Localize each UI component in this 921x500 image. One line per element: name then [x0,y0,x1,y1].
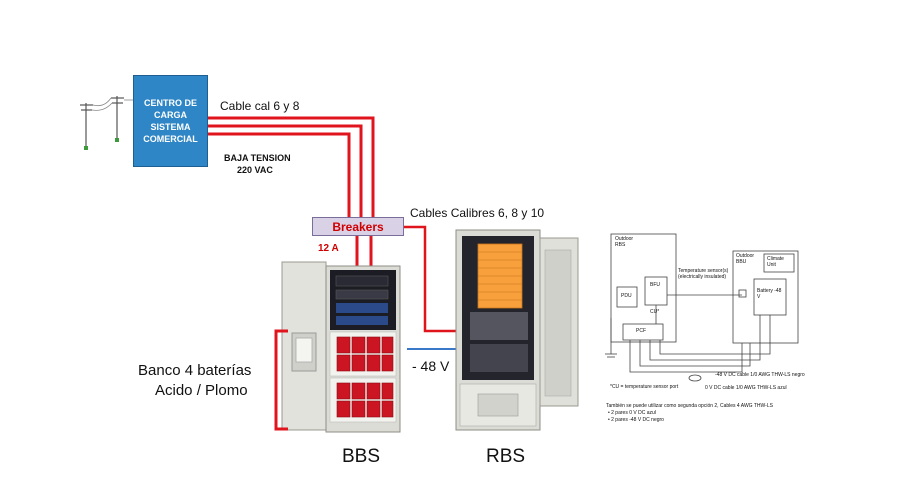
breaker-to-bbs-cables [355,235,373,268]
battery-bracket [274,329,288,431]
battery-label: Battery -48 V [757,288,782,300]
cable-zero-label: 0 V DC cable 1/0 AWG THW-LS azul [705,385,787,391]
outdoor-rbs-label: Outdoor RBS [615,236,634,248]
temp-sensor-label: Temperature sensor(s) (electrically insu… [678,268,729,280]
breakers-label: Breakers [332,219,384,234]
note-item-2: • 2 pares -48 V DC negro [608,417,664,423]
schematic-diagram [605,233,799,382]
cable-neg-label: -48 V DC cable 1/0 AWG THW-LS negro [715,372,805,378]
dc-voltage-label: - 48 V [412,358,450,374]
banco-baterias-label: Banco 4 baterías [138,362,252,379]
rbs-label: RBS [486,446,526,467]
current-12a-label: 12 A [318,243,339,254]
voltage-220-label: 220 VAC [237,165,273,175]
note-title-label: También se puede utilizar como segunda o… [606,403,773,409]
pdu-label: PDU [621,293,632,299]
breaker-to-rbs-cable [402,225,462,333]
centro-de-carga-label: CENTRO DE CARGA SISTEMA COMERCIAL [143,98,198,144]
baja-tension-label: BAJA TENSION [224,153,291,163]
utility-pole-icon [80,96,133,148]
breakers-box: Breakers [312,217,404,236]
rbs-cabinet [455,229,579,431]
centro-de-carga-box: CENTRO DE CARGA SISTEMA COMERCIAL [133,75,208,167]
cables-calibres-label: Cables Calibres 6, 8 y 10 [410,206,545,220]
pcf-label: PCF [636,328,646,334]
climate-unit-label: Climate Unit [767,256,784,268]
feeder-cables [206,116,375,217]
outdoor-bbu-label: Outdoor BBU [736,253,755,265]
cu-label: CU* [650,309,660,315]
bfu-label: BFU [650,282,660,288]
battery-bank [336,336,394,418]
cable-cal-label: Cable cal 6 y 8 [220,99,300,113]
cu-note-label: *CU = temperature sensor port [610,384,679,390]
note-item-1: • 2 pares 0 V DC azul [608,410,656,416]
bbs-label: BBS [342,446,381,467]
acido-plomo-label: Acido / Plomo [155,382,248,399]
